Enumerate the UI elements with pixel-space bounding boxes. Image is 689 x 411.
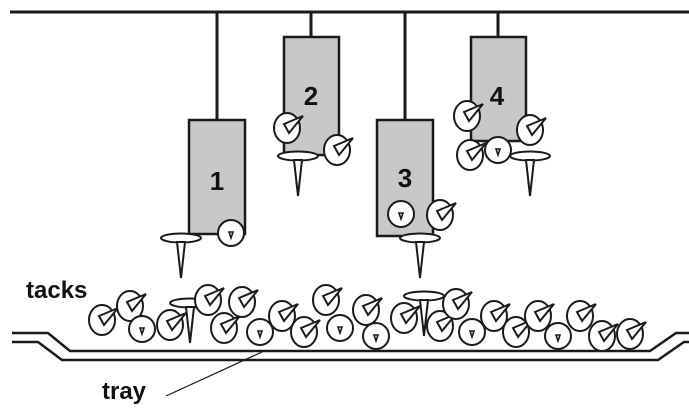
magnet-1: 1 (187, 118, 247, 236)
tack-icon (616, 318, 647, 350)
tack-icon (399, 232, 441, 279)
tack-icon (362, 322, 390, 350)
tacks-label: tacks (26, 277, 87, 304)
tack-icon (246, 318, 274, 346)
tack-icon (217, 219, 245, 247)
tack-icon (210, 312, 241, 344)
tack-icon (387, 200, 415, 228)
tack-icon (484, 136, 512, 164)
tack-icon (442, 288, 473, 320)
tack-icon (458, 318, 486, 346)
tack-icon (277, 150, 319, 197)
tray (12, 331, 689, 362)
tray-leader-line (165, 351, 263, 397)
magnet-4: 4 (469, 35, 528, 143)
magnet-3: 3 (375, 118, 435, 238)
tack-icon (323, 134, 354, 166)
tack-icon (352, 294, 383, 326)
tack-icon (456, 139, 487, 171)
tack-icon (426, 199, 457, 231)
tack-icon (390, 302, 421, 334)
tack-icon (290, 316, 321, 348)
tack-icon (88, 304, 119, 336)
tack-icon (194, 284, 225, 316)
tack-icon (544, 322, 572, 350)
magnet-1-label: 1 (210, 166, 224, 196)
tack-icon (228, 286, 259, 318)
tack-icon (128, 315, 156, 343)
tack-icon (509, 150, 551, 197)
tack-icon (516, 114, 547, 146)
magnet-3-label: 3 (398, 163, 412, 193)
magnet-4-label: 4 (490, 81, 505, 111)
tack-pile (88, 284, 647, 352)
tack-icon (588, 320, 619, 352)
tack-icon (312, 284, 343, 316)
tack-icon (156, 309, 187, 341)
tack-icon (160, 232, 202, 279)
magnet-2-label: 2 (304, 81, 318, 111)
tray-label: tray (102, 378, 147, 405)
tack-icon (326, 314, 354, 342)
